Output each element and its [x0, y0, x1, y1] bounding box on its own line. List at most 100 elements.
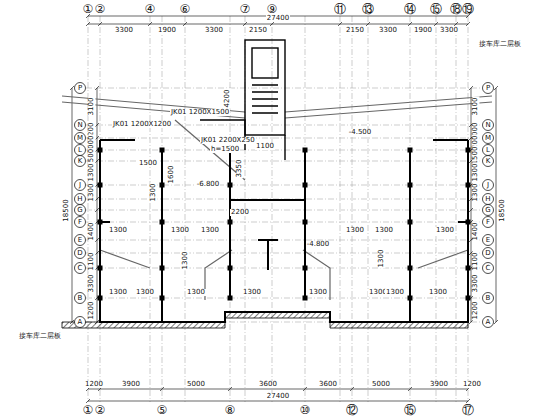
axis-bubble: [483, 293, 494, 304]
dimension-text: 3600: [258, 381, 278, 388]
note-text: 接车库二层板: [18, 333, 62, 340]
dimension-text: 1300: [374, 227, 394, 234]
axis-number: ①: [82, 3, 95, 15]
column: [303, 148, 308, 153]
dimension-text: 1100: [255, 143, 275, 150]
wall-lines: [100, 140, 468, 322]
dimension-text: 18500: [63, 198, 70, 222]
column: [408, 148, 413, 153]
grid-line: [88, 16, 89, 402]
axis-bubble: [483, 317, 494, 328]
axis-number: ⑥: [179, 3, 192, 15]
dimension-text: 1300: [308, 289, 328, 296]
column: [408, 296, 413, 301]
dimension-text: 3300: [114, 27, 134, 34]
grid-line: [86, 185, 482, 186]
grid-line: [352, 16, 353, 402]
axis-letter: E: [77, 237, 83, 244]
dimension-text: 1300: [242, 289, 262, 296]
column: [160, 220, 165, 225]
axis-bubble: [483, 145, 494, 156]
axis-number: ⑦: [239, 3, 252, 15]
dimension-text: 3300: [204, 27, 224, 34]
column: [408, 266, 413, 271]
column: [228, 266, 233, 271]
dimension-text: 5000: [186, 381, 206, 388]
axis-letter: B: [77, 295, 84, 302]
grid-line: [185, 16, 186, 402]
dimension-text: 18500: [499, 198, 506, 222]
dimension-text: 1200: [88, 300, 95, 320]
note-text: JK01 1200X1200: [112, 121, 172, 128]
column: [160, 148, 165, 153]
axis-number: ⑰: [461, 404, 475, 416]
axis-bubble: [483, 133, 494, 144]
dimension-text: 2200: [230, 209, 250, 216]
column: [228, 296, 233, 301]
axis-letter: M: [484, 135, 492, 142]
axis-number: ①: [82, 404, 95, 416]
dimension-text: 3100: [88, 96, 95, 116]
column: [160, 183, 165, 188]
dimension-text: 3600: [318, 381, 338, 388]
axis-bubble: [75, 293, 86, 304]
dimension-text: 3300: [88, 273, 95, 293]
dimension-text: 1300: [88, 182, 95, 202]
axis-letter: A: [77, 319, 84, 326]
grid-line: [436, 16, 437, 402]
dimension-text: 3100: [472, 96, 479, 116]
axis-number: ⑬: [361, 3, 375, 15]
axis-bubble: [75, 145, 86, 156]
axis-letter: J: [486, 182, 490, 189]
grid-line: [86, 253, 482, 254]
dimension-text: 1300: [108, 227, 128, 234]
dimension-text: 1300: [182, 250, 189, 270]
column: [98, 266, 103, 271]
grid-line: [86, 222, 482, 223]
column: [303, 296, 308, 301]
axis-bubble: [75, 133, 86, 144]
axis-letter: F: [485, 219, 491, 226]
axis-bubble: [75, 235, 86, 246]
dimension-text: 3300: [439, 27, 459, 34]
axis-bubble: [75, 180, 86, 191]
dimension-text: 1300: [170, 227, 190, 234]
columns: [98, 148, 471, 301]
dimension-text: 3350: [236, 158, 243, 178]
axis-letter: M: [76, 135, 84, 142]
grid-line: [162, 16, 163, 402]
grid-line: [86, 199, 482, 200]
axis-letter: H: [76, 196, 83, 203]
axis-letter: P: [485, 85, 491, 92]
retaining-wall: [62, 312, 468, 328]
dimension-text: 1400: [88, 221, 95, 241]
ramp-lines: [62, 96, 492, 300]
dimension-text: 1300: [108, 289, 128, 296]
axis-letter: J: [78, 182, 82, 189]
axis-number: ⑲: [461, 3, 475, 15]
column: [228, 220, 233, 225]
dimension-text: 27400: [266, 15, 290, 22]
dimension-lines: [70, 14, 498, 403]
axis-bubble: [483, 235, 494, 246]
axis-number: ⑱: [449, 3, 463, 15]
dimension-text: 1400: [472, 221, 479, 241]
dimension-text: 500: [89, 147, 96, 162]
axis-letter: P: [77, 85, 83, 92]
dimension-text: -4.800: [306, 241, 331, 248]
axis-number: ②: [94, 404, 107, 416]
dimension-text: 1900: [413, 27, 433, 34]
axis-number: ⑪: [333, 3, 347, 15]
axis-number: ④: [144, 3, 157, 15]
dimension-text: -4.500: [348, 129, 373, 136]
grid-line: [86, 268, 482, 269]
axis-bubble: [483, 83, 494, 94]
axis-letter: N: [484, 122, 491, 129]
dimension-text: 1100: [88, 251, 95, 271]
axis-number: ⑫: [345, 404, 359, 416]
note-text: JK01 2200X250: [200, 137, 256, 144]
axis-letter: N: [76, 122, 83, 129]
grid-line: [456, 16, 457, 402]
axis-bubble: [75, 205, 86, 216]
